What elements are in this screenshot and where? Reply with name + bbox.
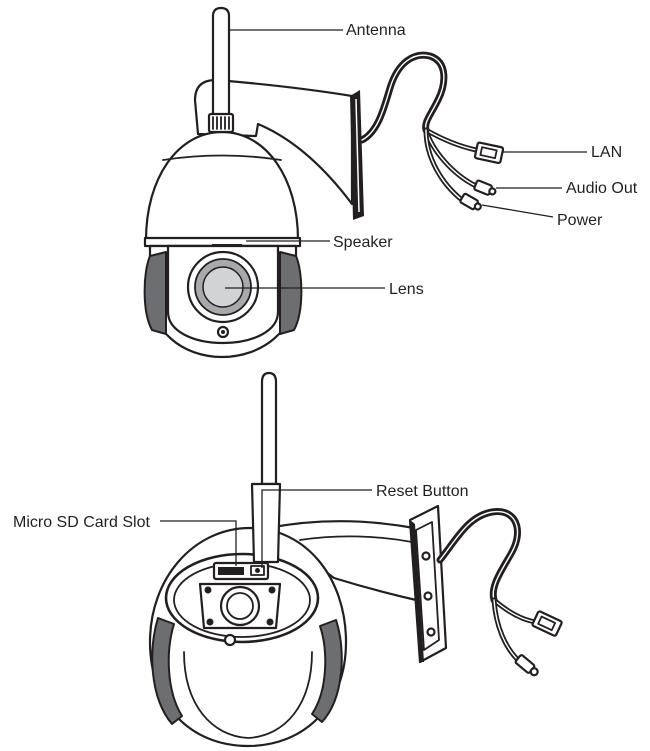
plate-screw-hole-middle (423, 591, 433, 601)
left-side-cover (143, 251, 167, 335)
rear-lan-cable-highlight (493, 599, 537, 623)
audio-connector-tip (488, 187, 497, 196)
rear-right-side-cover (311, 619, 343, 723)
lan-cable-highlight (425, 129, 477, 151)
label-reset-button: Reset Button (376, 483, 469, 500)
internal-screw-top-left (204, 586, 212, 594)
lan-connector-port (479, 146, 498, 160)
dome-band-line (162, 154, 282, 161)
rear-lower-face-line (183, 651, 313, 739)
rear-lan-connector (531, 610, 563, 637)
mount-arm (193, 78, 354, 206)
label-antenna: Antenna (346, 22, 406, 39)
rear-power-connector-tip (529, 667, 539, 677)
rear-lan-connector-body (531, 610, 563, 637)
rear-lan-cable (491, 597, 539, 625)
labels: Antenna LAN Audio Out Power Speaker Lens… (13, 22, 638, 531)
power-cable-highlight (425, 129, 463, 201)
rear-main-cable (436, 508, 521, 604)
speaker-grille (212, 244, 242, 247)
light-sensor-center (221, 330, 225, 334)
cable-bundle (358, 51, 479, 203)
internal-screw-bottom-right (266, 618, 274, 626)
lan-connector-body (473, 141, 505, 165)
lens-inner-glass (202, 266, 244, 308)
power-connector-tip (473, 202, 482, 211)
main-cable-highlight (361, 54, 445, 141)
antenna-collar-ribs (212, 116, 230, 130)
rear-main-cable-highlight (439, 510, 519, 601)
rear-antenna (260, 371, 278, 486)
leader-line-power (481, 204, 554, 218)
front-view-camera (143, 6, 505, 359)
antenna (211, 6, 231, 118)
rear-arm-edge (299, 535, 413, 543)
label-micro-sd-card-slot: Micro SD Card Slot (13, 514, 150, 531)
power-connector (459, 192, 482, 211)
reset-button-housing (250, 565, 265, 576)
dome-housing (144, 130, 300, 242)
micro-sd-card-opening (218, 567, 244, 575)
wall-plate-highlight (355, 98, 360, 213)
internal-center-ring-inner (226, 592, 254, 620)
rear-view-camera (148, 371, 563, 748)
reset-button (255, 568, 260, 573)
label-lan: LAN (591, 144, 622, 161)
label-lens: Lens (389, 281, 424, 298)
leader-line-micro-sd-card-slot (160, 520, 237, 566)
rear-wall-plate-side (410, 520, 424, 662)
lan-connector (473, 141, 505, 165)
rear-power-connector (514, 654, 539, 677)
internal-screw-bottom-left (206, 618, 214, 626)
rear-cable-bundle (436, 508, 539, 663)
plate-screw-hole-bottom (426, 627, 436, 637)
internal-screw-top-right (268, 586, 276, 594)
rear-left-side-cover (151, 617, 183, 725)
right-side-cover (279, 251, 303, 335)
rear-power-cable-highlight (493, 599, 519, 661)
label-audio-out: Audio Out (566, 180, 638, 197)
leader-lines (160, 29, 587, 568)
audio-connector (473, 179, 497, 196)
label-speaker: Speaker (333, 234, 393, 251)
label-power: Power (557, 212, 603, 229)
rear-lan-connector-port (537, 615, 557, 632)
plate-screw-hole-top (421, 551, 431, 561)
leader-line-reset-button (261, 489, 372, 568)
rear-antenna-base (250, 482, 282, 564)
rear-indicator-hole (223, 633, 237, 647)
rear-wall-plate-inner (415, 521, 440, 651)
